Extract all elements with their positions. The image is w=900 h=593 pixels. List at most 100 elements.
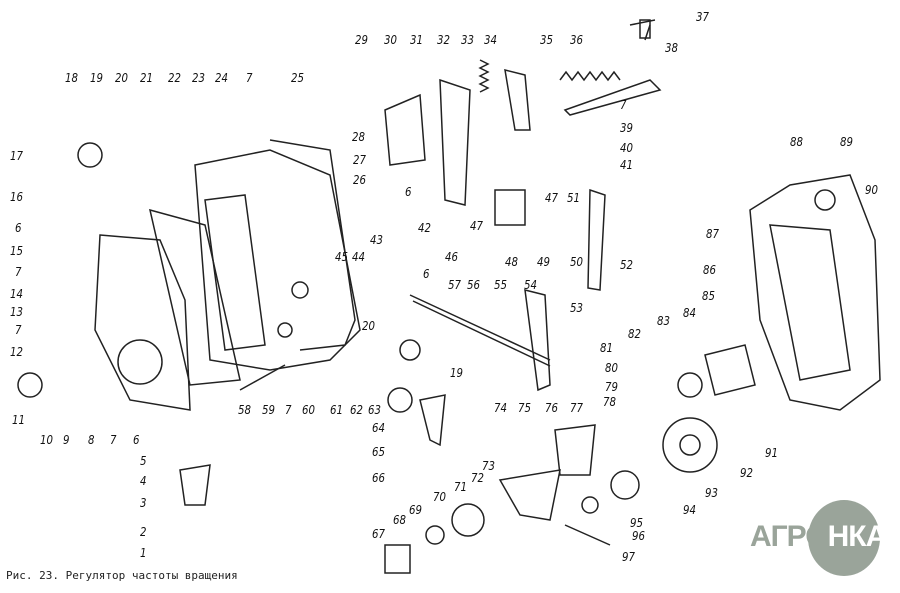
part-number-label: 46 — [445, 250, 458, 264]
lever-38 — [563, 79, 662, 116]
spring-34 — [478, 59, 490, 93]
part-number-label: 31 — [410, 33, 423, 47]
part-number-label: 7 — [246, 71, 253, 85]
part-number-label: 12 — [10, 345, 23, 359]
cover-port — [117, 339, 163, 385]
bracket-48 — [494, 189, 526, 226]
part-number-label: 38 — [665, 41, 678, 55]
part-number-label: 33 — [461, 33, 474, 47]
part-number-label: 20 — [115, 71, 128, 85]
rear-housing — [749, 174, 881, 411]
part-number-label: 23 — [192, 71, 205, 85]
lever-3 — [179, 464, 211, 506]
part-number-label: 79 — [605, 380, 618, 394]
part-number-label: 6 — [405, 185, 412, 199]
part-number-label: 49 — [537, 255, 550, 269]
part-number-label: 6 — [15, 221, 22, 235]
part-number-label: 6 — [423, 267, 430, 281]
lever-53 — [524, 289, 551, 392]
part-number-label: 62 — [350, 403, 363, 417]
part-number-label: 92 — [740, 466, 753, 480]
part-number-label: 34 — [484, 33, 497, 47]
part-number-label: 52 — [620, 258, 633, 272]
gear-92 — [662, 417, 718, 473]
part-number-label: 74 — [494, 401, 507, 415]
part-number-label: 43 — [370, 233, 383, 247]
part-number-label: 73 — [482, 459, 495, 473]
part-number-label: 58 — [238, 403, 251, 417]
part-number-label: 72 — [471, 471, 484, 485]
part-number-label: 6 — [133, 433, 140, 447]
part-number-label: 83 — [657, 314, 670, 328]
part-number-label: 88 — [790, 135, 803, 149]
logo-text: АГРОНКА — [750, 520, 887, 553]
part-number-label: 55 — [494, 278, 507, 292]
part-number-label: 44 — [352, 250, 365, 264]
part-number-label: 19 — [90, 71, 103, 85]
part-number-label: 16 — [10, 190, 23, 204]
part-number-label: 24 — [215, 71, 228, 85]
part-number-label: 8 — [88, 433, 95, 447]
cover-plate — [94, 234, 191, 411]
part-number-label: 7 — [15, 265, 22, 279]
lever-52 — [587, 188, 606, 291]
part-number-label: 7 — [285, 403, 292, 417]
part-number-label: 37 — [696, 10, 709, 24]
part-number-label: 69 — [409, 503, 422, 517]
gasket — [148, 208, 241, 386]
part-number-label: 59 — [262, 403, 275, 417]
pin-97 — [564, 524, 611, 546]
part-number-label: 65 — [372, 445, 385, 459]
part-number-label: 91 — [765, 446, 778, 460]
shaft — [409, 294, 551, 361]
part-number-label: 54 — [524, 278, 537, 292]
part-number-label: 20 — [362, 319, 375, 333]
part-number-label: 9 — [63, 433, 70, 447]
part-number-label: 7 — [110, 433, 117, 447]
plug-67 — [384, 544, 411, 574]
weight-76 — [554, 424, 596, 476]
part-number-label: 17 — [10, 149, 23, 163]
bearing-81 — [677, 372, 703, 398]
part-number-label: 47 — [470, 219, 483, 233]
part-number-label: 50 — [570, 255, 583, 269]
spring-36 — [559, 70, 621, 82]
bracket-31 — [384, 93, 426, 166]
fork-65 — [419, 394, 446, 447]
part-number-label: 60 — [302, 403, 315, 417]
part-number-label: 82 — [628, 327, 641, 341]
part-number-label: 86 — [703, 263, 716, 277]
part-number-label: 25 — [291, 71, 304, 85]
part-number-label: 13 — [10, 305, 23, 319]
weight-73 — [498, 469, 561, 521]
part-number-label: 68 — [393, 513, 406, 527]
sleeve-85 — [704, 344, 756, 396]
part-number-label: 67 — [372, 527, 385, 541]
part-number-label: 81 — [600, 341, 613, 355]
part-number-label: 84 — [683, 306, 696, 320]
part-number-label: 14 — [10, 287, 23, 301]
part-number-label: 27 — [353, 153, 366, 167]
part-number-label: 2 — [140, 525, 147, 539]
part-number-label: 7 — [15, 323, 22, 337]
part-number-label: 94 — [683, 503, 696, 517]
part-number-label: 95 — [630, 516, 643, 530]
part-number-label: 48 — [505, 255, 518, 269]
part-number-label: 87 — [706, 227, 719, 241]
figure-caption: Рис. 23. Регулятор частоты вращения — [6, 569, 238, 582]
part-number-label: 61 — [330, 403, 343, 417]
part-number-label: 76 — [545, 401, 558, 415]
logo-circle — [808, 500, 880, 576]
part-number-label: 78 — [603, 395, 616, 409]
lever-32 — [439, 78, 471, 206]
part-number-label: 7 — [620, 98, 627, 112]
watermark-logo: АГРОНКА — [750, 500, 887, 576]
part-number-label: 11 — [12, 413, 25, 427]
part-number-label: 80 — [605, 361, 618, 375]
part-number-label: 93 — [705, 486, 718, 500]
part-number-label: 51 — [567, 191, 580, 205]
part-number-label: 97 — [622, 550, 635, 564]
part-number-label: 89 — [840, 135, 853, 149]
cup-70 — [451, 503, 485, 537]
